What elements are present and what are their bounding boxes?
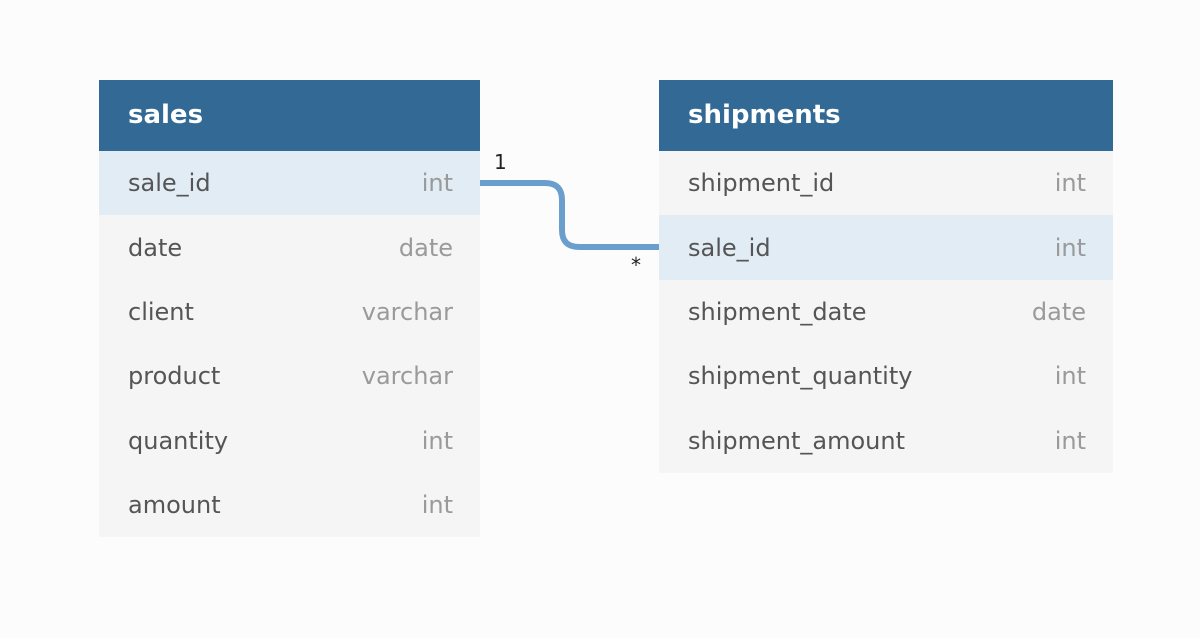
table-row[interactable]: product varchar: [99, 344, 480, 408]
column-type: varchar: [361, 297, 453, 326]
column-name: sale_id: [688, 233, 771, 262]
column-name: shipment_amount: [688, 426, 905, 455]
column-type: int: [1054, 362, 1086, 391]
table-row[interactable]: amount int: [99, 473, 480, 537]
column-type: varchar: [361, 362, 453, 391]
column-type: int: [421, 169, 453, 198]
column-type: date: [1031, 297, 1086, 326]
column-name: date: [128, 233, 183, 262]
cardinality-many-label: *: [631, 253, 641, 277]
table-row[interactable]: date date: [99, 215, 480, 279]
column-name: shipment_quantity: [688, 362, 913, 391]
table-row[interactable]: shipment_id int: [659, 151, 1113, 215]
table-row[interactable]: quantity int: [99, 409, 480, 473]
column-name: quantity: [128, 426, 229, 455]
table-row[interactable]: sale_id int: [659, 215, 1113, 280]
table-row[interactable]: shipment_quantity int: [659, 344, 1113, 408]
table-shipments[interactable]: shipments shipment_id int sale_id int sh…: [659, 80, 1113, 473]
cardinality-one-label: 1: [494, 150, 507, 174]
relationship-line: [480, 180, 659, 250]
table-row[interactable]: shipment_amount int: [659, 409, 1113, 473]
column-name: product: [128, 362, 221, 391]
table-header[interactable]: sales: [99, 80, 480, 151]
table-row[interactable]: client varchar: [99, 280, 480, 344]
column-type: int: [1054, 426, 1086, 455]
column-type: int: [421, 491, 453, 520]
column-name: shipment_date: [688, 297, 867, 326]
table-header[interactable]: shipments: [659, 80, 1113, 151]
column-name: sale_id: [128, 169, 211, 198]
table-sales[interactable]: sales sale_id int date date client varch…: [99, 80, 480, 538]
column-type: int: [1054, 169, 1086, 198]
column-type: date: [398, 233, 453, 262]
table-row[interactable]: shipment_date date: [659, 280, 1113, 344]
column-name: client: [128, 297, 194, 326]
column-type: int: [421, 426, 453, 455]
table-row[interactable]: sale_id int: [99, 151, 480, 216]
column-type: int: [1054, 233, 1086, 262]
column-name: amount: [128, 491, 221, 520]
column-name: shipment_id: [688, 169, 835, 198]
